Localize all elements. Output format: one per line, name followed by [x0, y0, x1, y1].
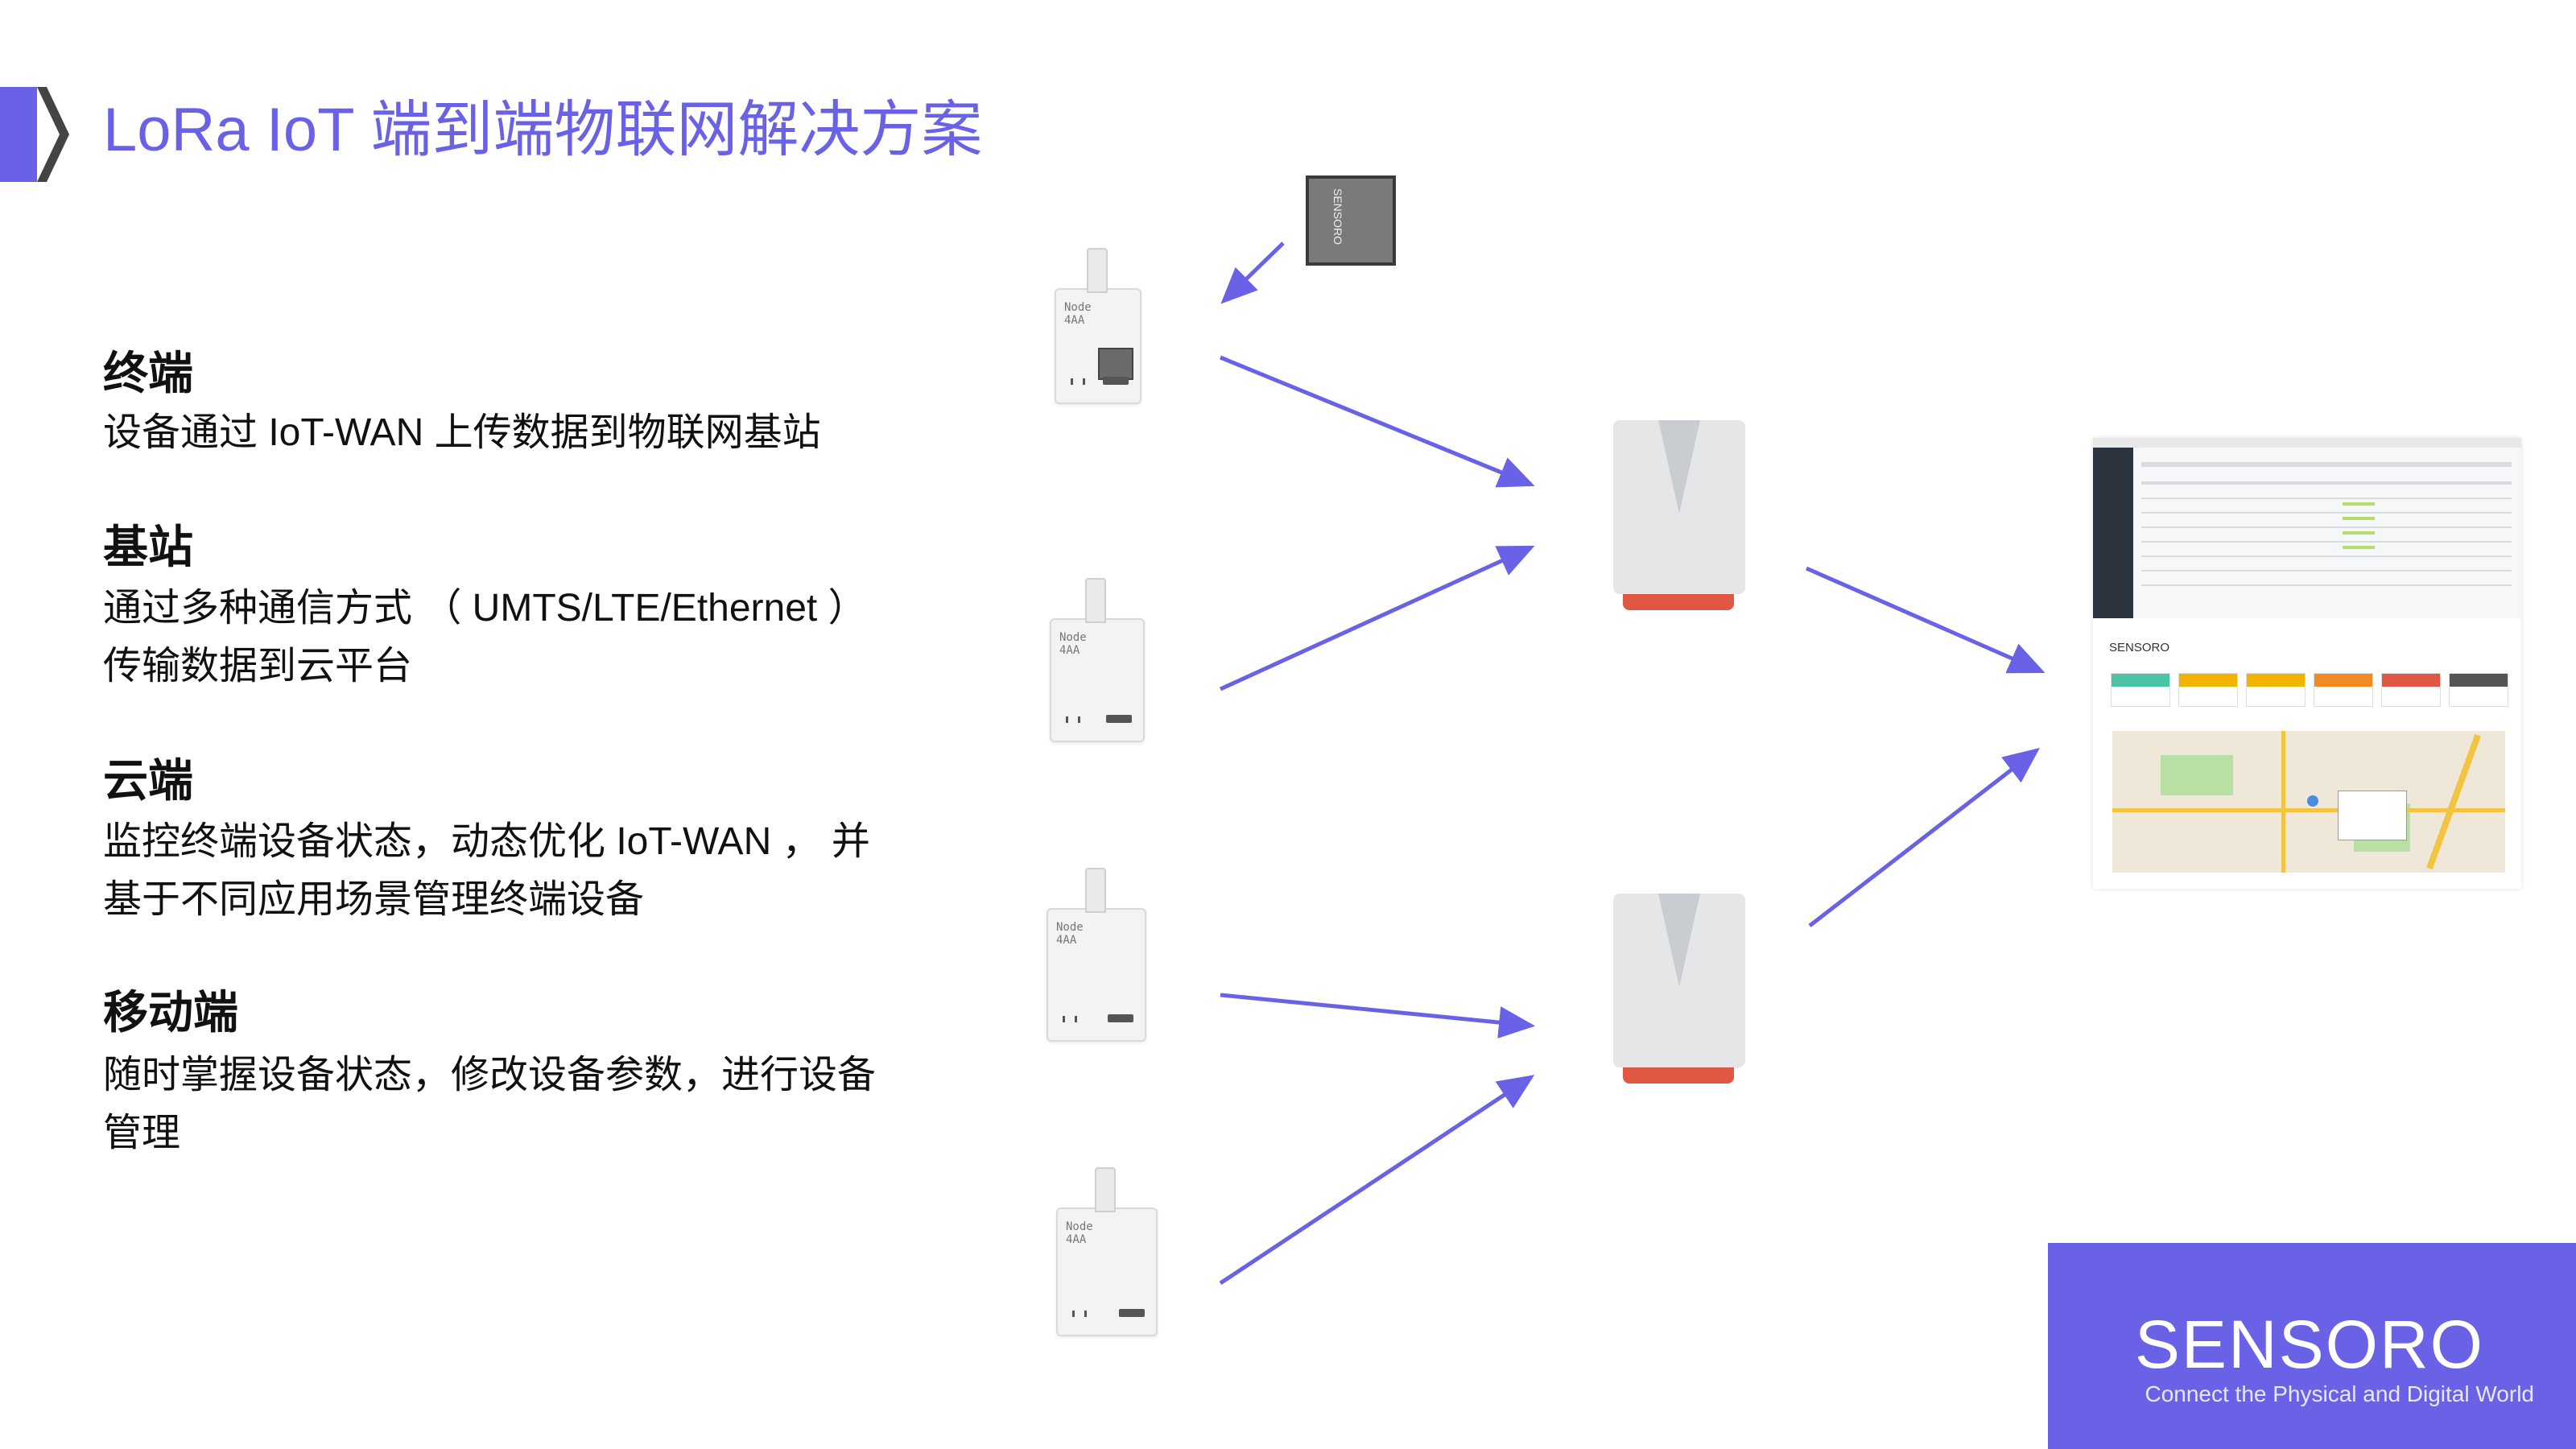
arrow-gateway1-to-cloud [1805, 566, 2046, 674]
map-popup [2338, 791, 2407, 840]
section-line: 随时掌握设备状态，修改设备参数，进行设备 [103, 1054, 877, 1096]
section-text-terminal: 设备通过 IoT-WAN 上传数据到物联网基站 [103, 404, 940, 462]
node-label: Node 4AA [1059, 631, 1087, 657]
arrow-chip-to-node [1220, 242, 1285, 304]
node-led-icon [1071, 378, 1085, 385]
section-heading-mobile: 移动端 [103, 987, 238, 1038]
gateway-1-base [1623, 594, 1734, 610]
device-map [2112, 731, 2505, 873]
browser-tab-bar [2093, 438, 2521, 448]
section-line: 传输数据到云平台 [103, 645, 413, 687]
kpi-card [2381, 673, 2441, 707]
node-led-icon [1072, 1311, 1087, 1317]
section-text-basestation: 通过多种通信方式 （ UMTS/LTE/Ethernet ） 传输数据到云平台 [103, 580, 940, 696]
node-port-icon [1119, 1309, 1145, 1317]
node-port-icon [1106, 715, 1132, 723]
node-led-icon [1066, 716, 1080, 723]
section-heading-cloud: 云端 [103, 755, 193, 806]
node-led-icon [1063, 1016, 1077, 1022]
section-text-cloud: 监控终端设备状态，动态优化 IoT-WAN ， 并 基于不同应用场景管理终端设备 [103, 813, 940, 929]
brand-tagline: Connect the Physical and Digital World [2145, 1381, 2534, 1406]
lora-chip-image: SENSORO [1306, 175, 1396, 266]
node-device-3: Node 4AA [1046, 868, 1146, 1042]
section-line: 管理 [103, 1112, 181, 1154]
page-title: LoRa IoT 端到端物联网解决方案 [103, 96, 983, 164]
arrow-gateway2-to-cloud [1808, 747, 2040, 927]
arrow-node3-to-gateway2 [1220, 993, 1535, 1038]
map-road [2281, 731, 2285, 873]
gateway-1 [1613, 420, 1745, 594]
section-heading-basestation: 基站 [103, 522, 193, 572]
node-port-icon [1103, 377, 1129, 385]
section-text-mobile: 随时掌握设备状态，修改设备参数，进行设备 管理 [103, 1046, 940, 1162]
section-line: 基于不同应用场景管理终端设备 [103, 878, 645, 921]
section-line: 设备通过 IoT-WAN 上传数据到物联网基站 [103, 411, 821, 454]
arrow-node1-to-gateway1 [1220, 355, 1535, 488]
gateway-stripe-icon [1658, 420, 1700, 514]
node-label: Node 4AA [1066, 1220, 1093, 1246]
antenna-icon [1095, 1167, 1116, 1212]
map-marker-icon [2307, 795, 2318, 807]
chip-label: SENSORO [1331, 188, 1344, 246]
node-chip-icon [1098, 348, 1133, 380]
map-road [2112, 808, 2505, 812]
brand-name: SENSORO [2134, 1307, 2484, 1382]
antenna-icon [1085, 868, 1106, 913]
section-heading-terminal: 终端 [103, 348, 193, 398]
antenna-icon [1087, 248, 1108, 293]
gateway-2-base [1623, 1067, 1734, 1084]
kpi-card [2449, 673, 2508, 707]
brand-block: SENSORO Connect the Physical and Digital… [2048, 1243, 2576, 1449]
kpi-card [2111, 673, 2170, 707]
dashboard-table-rows [2141, 462, 2512, 586]
map-park [2161, 755, 2233, 795]
section-line: 监控终端设备状态，动态优化 IoT-WAN ， 并 [103, 820, 870, 863]
node-device-2: Node 4AA [1050, 578, 1145, 742]
node-port-icon [1108, 1014, 1133, 1022]
kpi-card [2314, 673, 2373, 707]
node-device-1: Node 4AA [1055, 248, 1141, 404]
header-accent-bar [0, 87, 37, 182]
node-label: Node 4AA [1064, 301, 1092, 327]
kpi-card [2178, 673, 2238, 707]
header-chevron-icon [37, 87, 69, 182]
cloud-platform-screenshot: SENSORO [2093, 438, 2521, 889]
arrow-node2-to-gateway1 [1219, 545, 1535, 691]
node-device-4: Node 4AA [1056, 1167, 1158, 1336]
node-label: Node 4AA [1056, 921, 1084, 947]
gateway-2 [1613, 894, 1745, 1067]
kpi-card [2246, 673, 2306, 707]
dashboard-sidebar [2093, 438, 2133, 618]
map-road [2426, 733, 2481, 870]
gateway-stripe-icon [1658, 894, 1700, 987]
platform-logo: SENSORO [2109, 641, 2170, 654]
section-line: 通过多种通信方式 （ UMTS/LTE/Ethernet ） [103, 587, 867, 630]
arrow-node4-to-gateway2 [1219, 1075, 1535, 1286]
antenna-icon [1085, 578, 1106, 623]
